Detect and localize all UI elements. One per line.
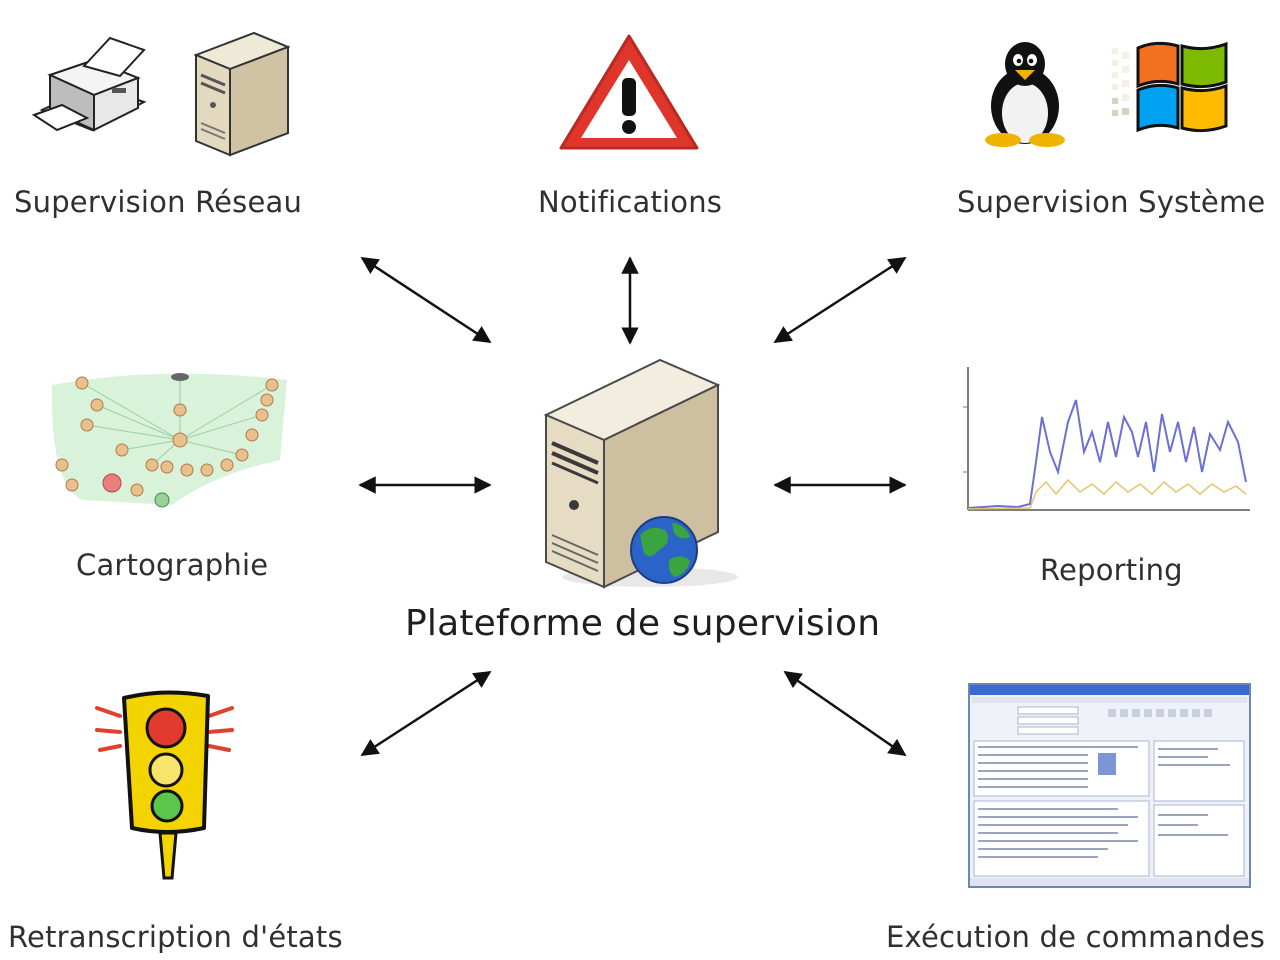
arrow-states	[360, 670, 492, 757]
arrow-network	[360, 256, 492, 344]
network-map-icon	[51, 373, 287, 508]
arrow-system	[773, 256, 907, 344]
arrow-commands	[783, 670, 907, 757]
server-tower-icon	[193, 31, 291, 157]
application-window-screenshot-icon	[968, 683, 1251, 888]
label-reporting: Reporting	[1040, 553, 1183, 587]
windows-logo-icon	[1112, 41, 1228, 133]
warning-triangle-icon	[559, 34, 699, 150]
line-chart-thumbnail-icon	[963, 367, 1250, 511]
label-execution-commandes: Exécution de commandes	[886, 920, 1266, 954]
label-supervision-systeme: Supervision Système	[957, 185, 1266, 219]
label-cartographie: Cartographie	[76, 548, 269, 582]
label-retranscription-etats: Retranscription d'états	[8, 920, 343, 954]
server-with-globe-icon	[543, 358, 738, 589]
printer-icon	[32, 36, 147, 132]
label-notifications: Notifications	[538, 185, 723, 219]
linux-penguin-icon	[985, 42, 1065, 147]
label-supervision-reseau: Supervision Réseau	[14, 185, 303, 219]
traffic-light-icon	[95, 690, 234, 880]
label-plateforme-de-supervision: Plateforme de supervision	[405, 603, 881, 644]
